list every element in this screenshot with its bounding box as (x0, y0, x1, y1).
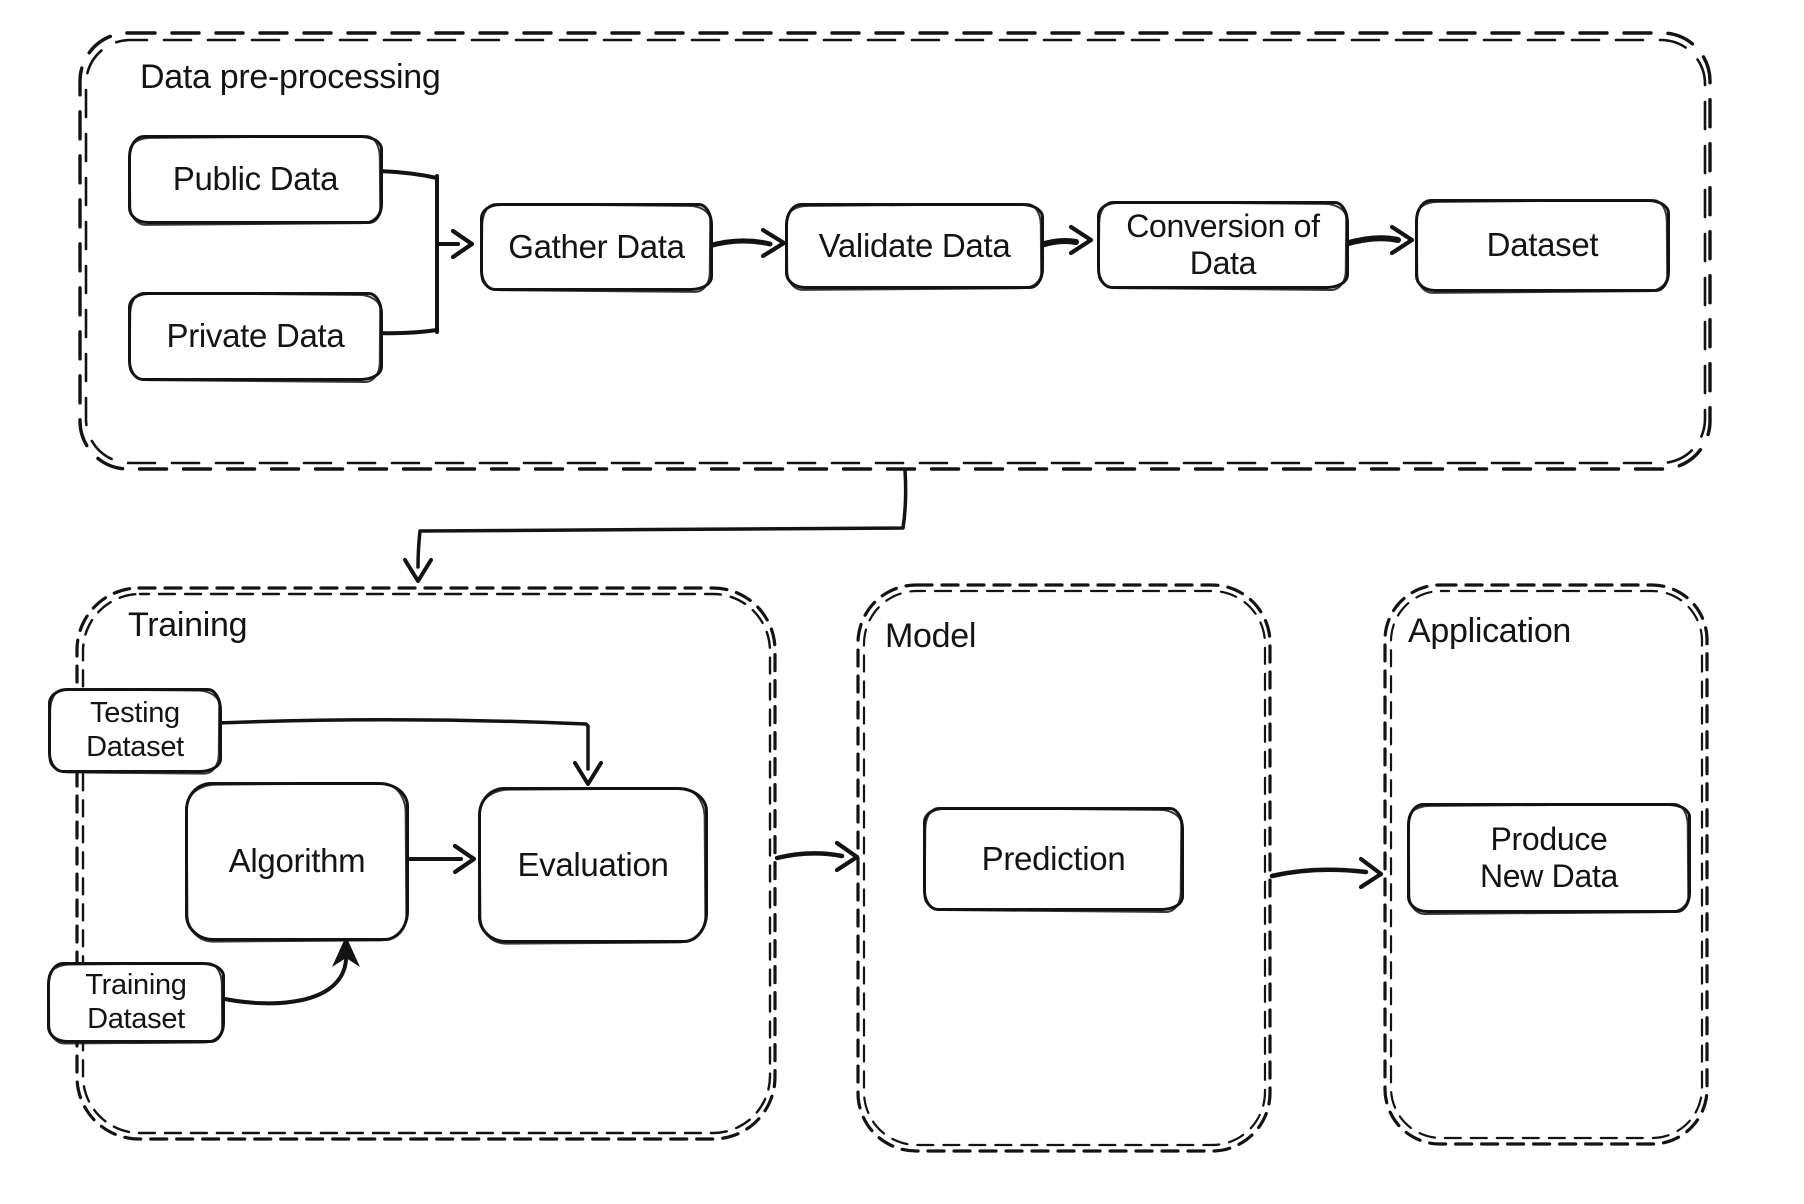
node-label-gather-data: Gather Data (508, 227, 685, 265)
node-label-conversion-of-data: Conversion of Data (1126, 207, 1320, 281)
edge-algorithm-to-evaluation (403, 843, 477, 875)
node-public-data: Public Data (128, 135, 383, 224)
node-testing-dataset: Testing Dataset (48, 688, 222, 773)
container-label-training: Training (128, 606, 248, 644)
node-label-prediction: Prediction (981, 839, 1126, 877)
container-preprocessing-border (78, 31, 1712, 471)
node-prediction: Prediction (923, 807, 1184, 911)
node-dataset: Dataset (1415, 199, 1670, 292)
node-validate-data: Validate Data (785, 203, 1044, 289)
node-label-validate-data: Validate Data (818, 226, 1011, 264)
edge-preprocessing-to-training (403, 468, 908, 583)
container-label-model: Model (885, 617, 977, 655)
node-label-evaluation: Evaluation (517, 845, 669, 883)
edge-testing-to-evaluation (215, 717, 603, 786)
edge-model-to-application (1269, 856, 1384, 890)
node-label-algorithm: Algorithm (228, 842, 366, 880)
container-application-border (1383, 583, 1709, 1146)
edge-public-to-gather (375, 169, 475, 336)
node-produce-new-data: Produce New Data (1407, 803, 1691, 913)
node-label-produce-new-data: Produce New Data (1479, 820, 1619, 894)
edge-training-to-model (774, 840, 860, 873)
node-private-data: Private Data (128, 292, 383, 381)
node-training-dataset: Training Dataset (47, 962, 225, 1043)
node-conversion-of-data: Conversion of Data (1097, 201, 1349, 289)
node-label-private-data: Private Data (166, 317, 345, 355)
node-label-training-dataset: Training Dataset (85, 968, 187, 1035)
container-training-border (75, 586, 777, 1141)
node-label-public-data: Public Data (172, 160, 339, 198)
node-label-testing-dataset: Testing Dataset (86, 696, 184, 763)
edge-gather-to-validate (706, 227, 787, 259)
edge-trainingset-to-algorithm (218, 936, 360, 1006)
edge-conversion-to-dataset (1342, 224, 1415, 256)
node-label-dataset: Dataset (1486, 226, 1599, 264)
container-label-preprocessing: Data pre-processing (140, 58, 441, 96)
edge-validate-to-conversion (1038, 224, 1094, 256)
node-gather-data: Gather Data (480, 203, 713, 291)
node-evaluation: Evaluation (478, 787, 708, 943)
container-model-border (856, 583, 1272, 1153)
container-label-application: Application (1408, 612, 1572, 650)
node-algorithm: Algorithm (185, 782, 409, 941)
